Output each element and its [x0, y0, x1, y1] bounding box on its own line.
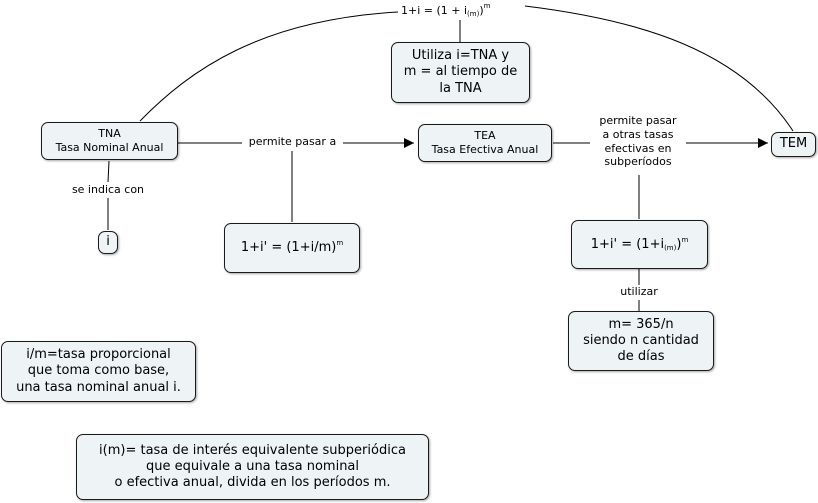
concept-utiliza[interactable]: Utiliza i=TNA y m = al tiempo de la TNA	[391, 42, 530, 103]
concept-formula-tea[interactable]: 1+i' = (1+i(m))m	[571, 220, 708, 269]
top-formula-label: 1+i = (1 + i(m))m	[398, 2, 494, 20]
concept-m-365[interactable]: m= 365/n siendo n cantidad de días	[568, 311, 714, 371]
permite-pasar-otras-label: permite pasar a otras tasas efectivas en…	[590, 114, 686, 169]
concept-tea[interactable]: TEA Tasa Efectiva Anual	[418, 124, 552, 162]
concept-tna[interactable]: TNA Tasa Nominal Anual	[41, 122, 178, 160]
link-tna-top-formula	[139, 11, 399, 122]
permite-pasar-a-label: permite pasar a	[242, 135, 343, 149]
concept-i[interactable]: i	[98, 231, 118, 254]
concept-tem[interactable]: TEM	[771, 132, 816, 157]
concept-tasa-equivalente[interactable]: i(m)= tasa de interés equivalente subper…	[76, 434, 429, 500]
se-indica-con-label: se indica con	[66, 183, 150, 197]
concept-formula-tna[interactable]: 1+i' = (1+i/m)m	[224, 223, 360, 273]
utilizar-label: utilizar	[614, 285, 664, 299]
link-tna-se-indica	[107, 160, 110, 183]
concept-tasa-proporcional[interactable]: i/m=tasa proporcional que toma como base…	[1, 341, 196, 402]
link-top-formula-tem	[524, 5, 794, 132]
